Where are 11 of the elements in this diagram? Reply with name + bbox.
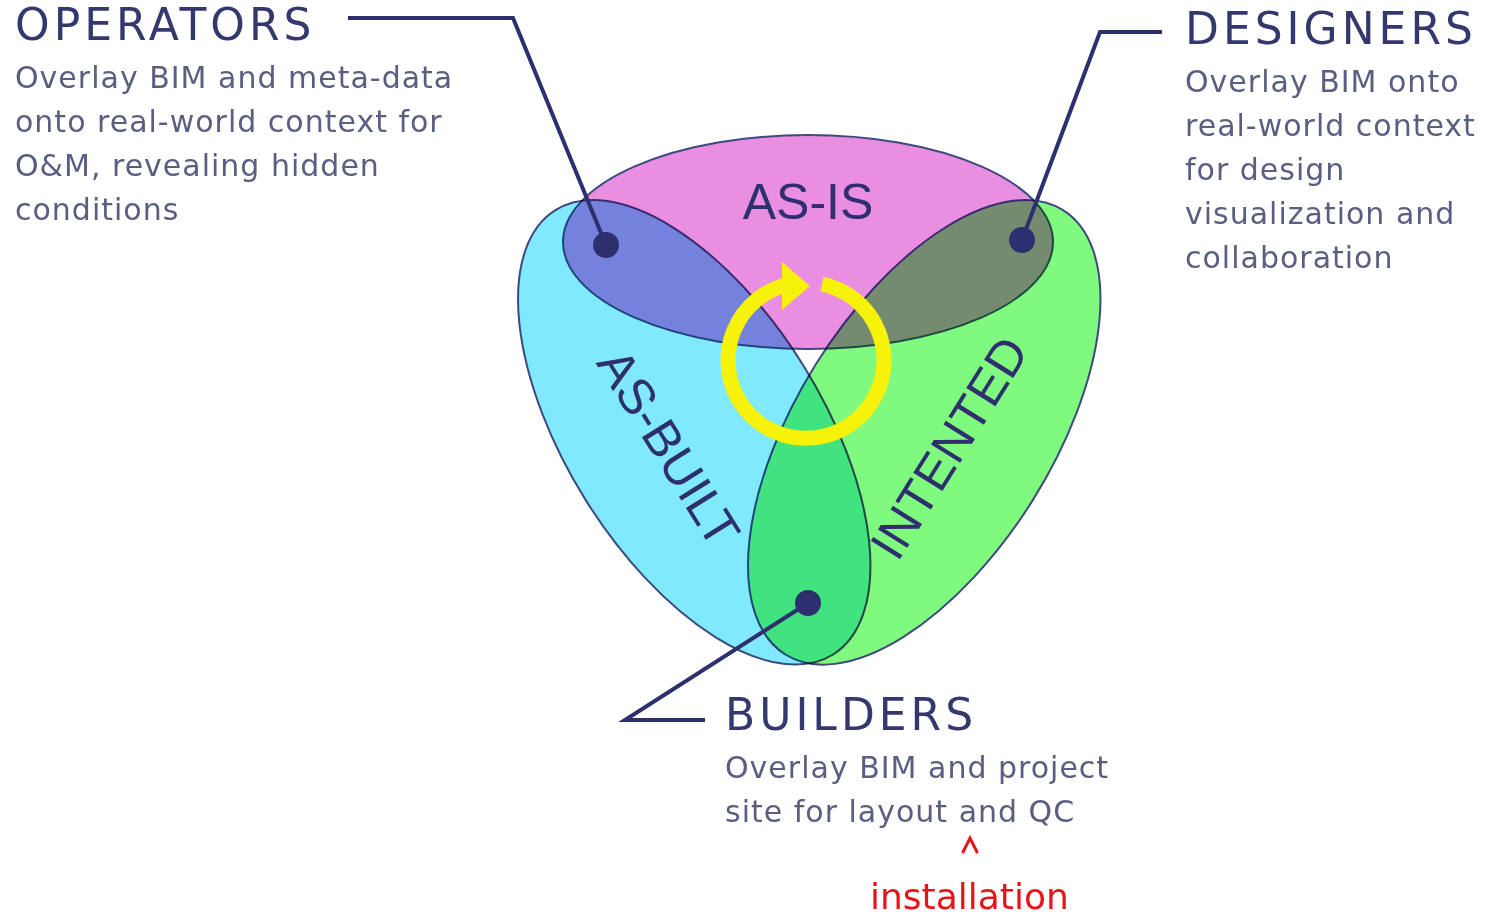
leader-line (618, 607, 799, 722)
description: Overlay BIM and meta-data onto real-world context for O&M, revealing hidden conditions (15, 59, 455, 229)
leader-line (1024, 30, 1162, 230)
heading: DESIGNERS (1185, 4, 1478, 54)
description: Overlay BIM onto real-world context for design visualization and collaboration (1185, 63, 1477, 277)
set-label: AS-IS (742, 173, 874, 231)
handwritten-note: installation (870, 876, 1069, 918)
leader-line (348, 16, 604, 235)
heading: BUILDERS (725, 690, 979, 740)
heading: OPERATORS (15, 0, 317, 50)
description: Overlay BIM and project site for layout and QC (725, 749, 1111, 831)
